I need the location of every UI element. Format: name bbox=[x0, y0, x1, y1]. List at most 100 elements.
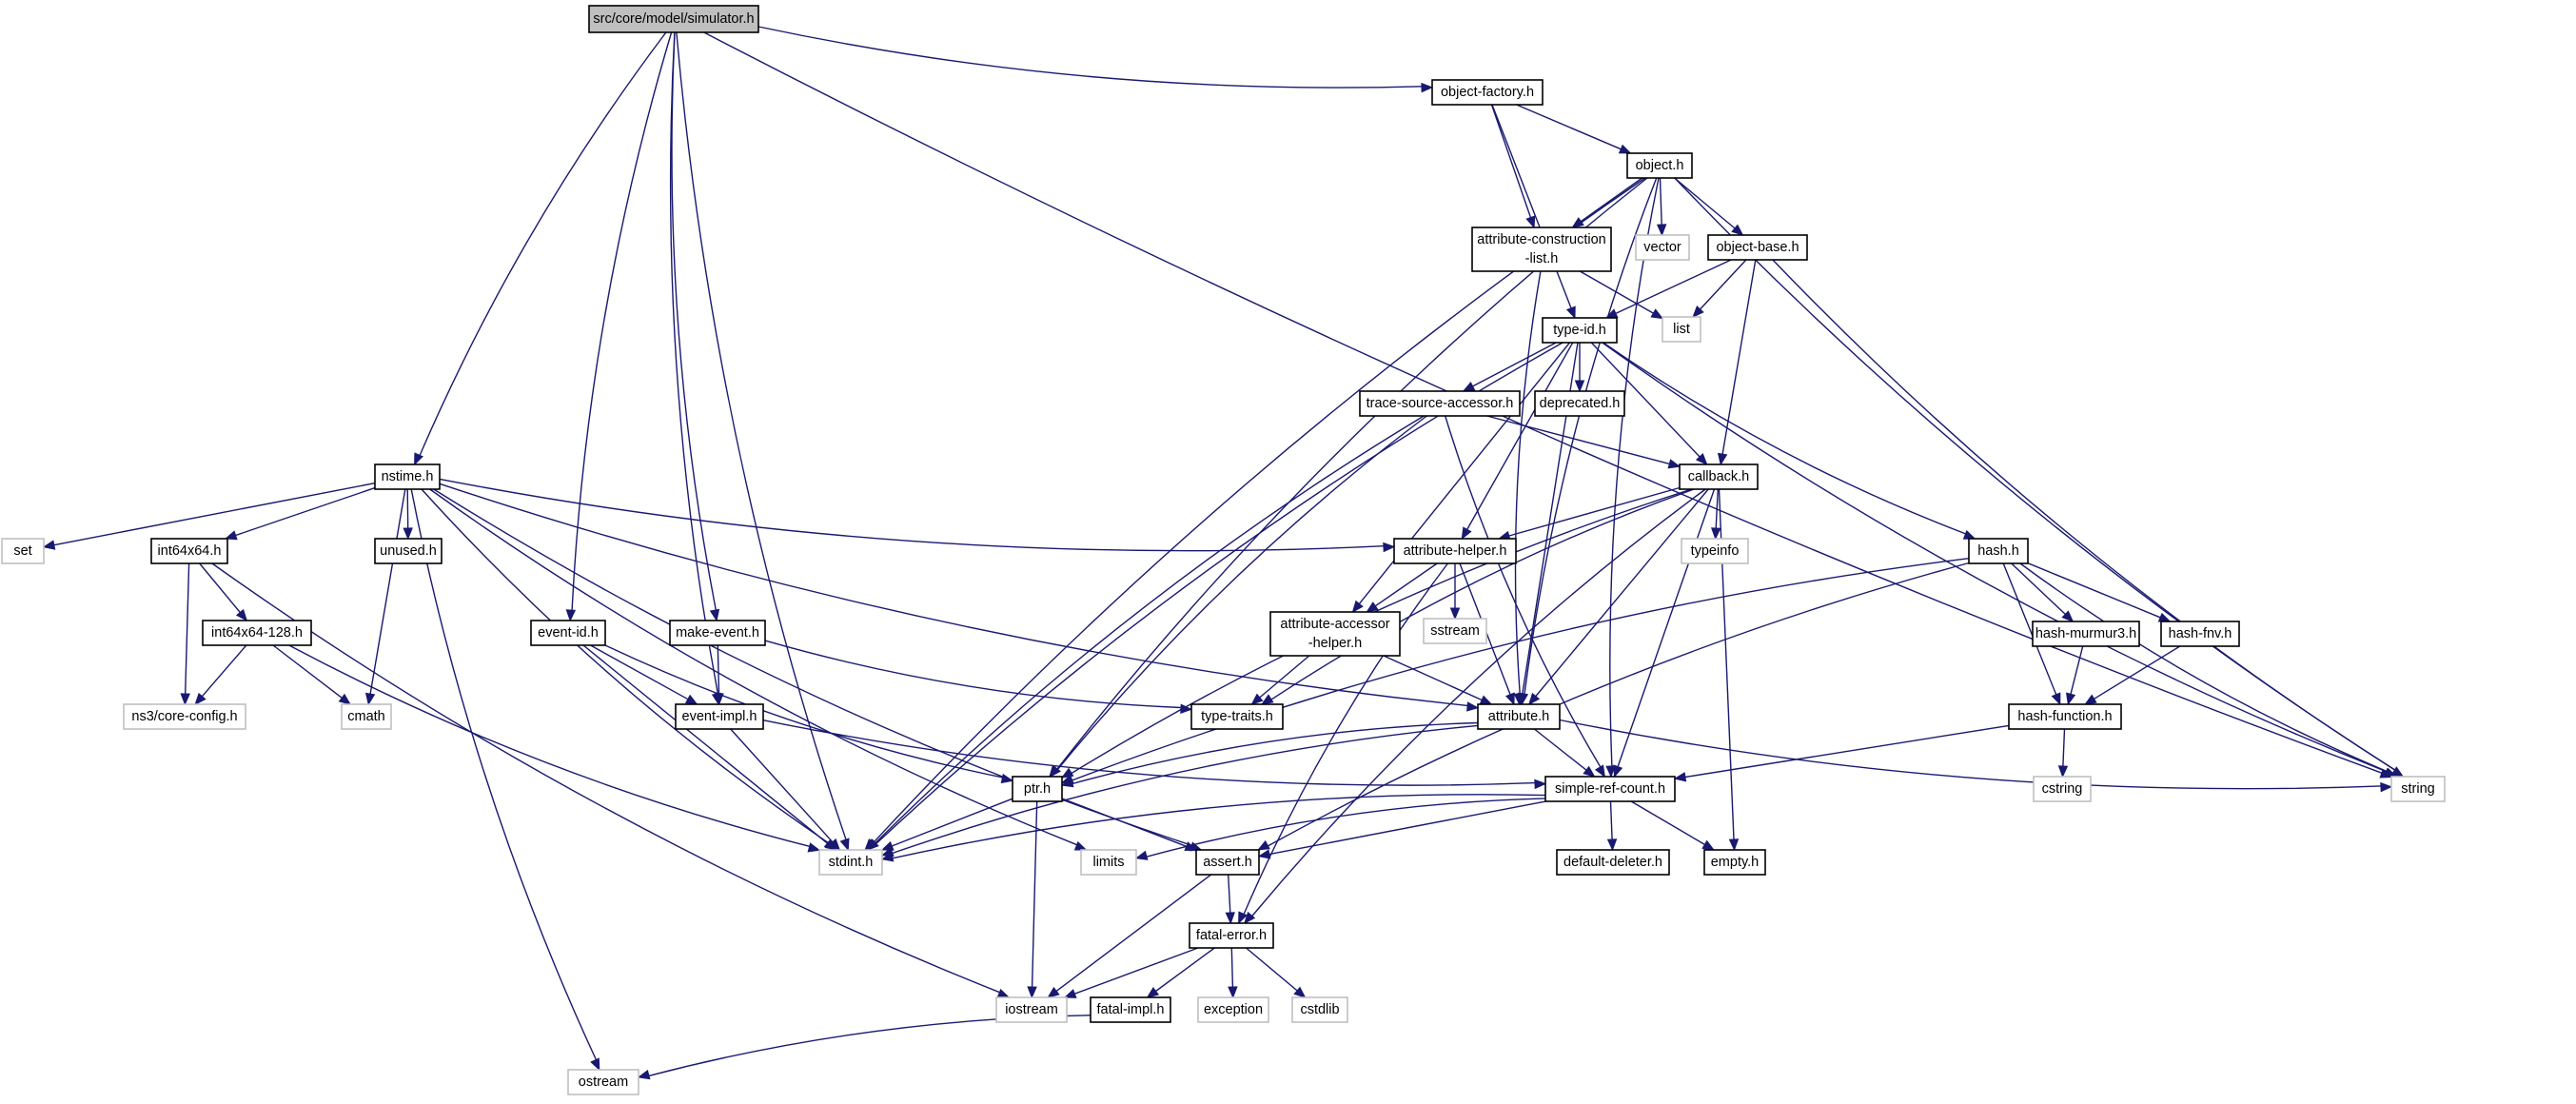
edge-line bbox=[669, 31, 719, 695]
node-trace-source-accessor[interactable]: trace-source-accessor.h bbox=[1359, 390, 1521, 417]
edge-line bbox=[1535, 488, 1709, 697]
arrowhead-icon bbox=[1594, 764, 1605, 779]
node-hash-murmur3[interactable]: hash-murmur3.h bbox=[2032, 621, 2140, 647]
node-label: cmath bbox=[347, 709, 385, 724]
node-attribute[interactable]: attribute.h bbox=[1477, 703, 1561, 730]
arrowhead-icon bbox=[1650, 308, 1664, 320]
node-object-factory[interactable]: object-factory.h bbox=[1431, 79, 1544, 106]
edge-type-id-to-deprecated bbox=[1574, 343, 1585, 393]
node-hash-fnv[interactable]: hash-fnv.h bbox=[2160, 621, 2240, 647]
arrowhead-icon bbox=[2057, 765, 2069, 779]
node-label: attribute.h bbox=[1488, 709, 1550, 724]
edge-attribute-accessor-helper-to-type-traits bbox=[1250, 655, 1310, 705]
edge-line bbox=[2002, 562, 2057, 696]
node-int64x64[interactable]: int64x64.h bbox=[150, 538, 228, 564]
edge-line bbox=[1490, 104, 1532, 218]
node-box bbox=[341, 703, 392, 730]
arrowhead-icon bbox=[2065, 692, 2076, 706]
edge-object-to-vector bbox=[1656, 177, 1667, 237]
node-label: ostream bbox=[579, 1074, 628, 1090]
edge-object-factory-to-type-id bbox=[1491, 104, 1576, 320]
edge-nstime-to-ostream bbox=[410, 488, 600, 1072]
arrowhead-icon bbox=[1504, 692, 1515, 706]
arrowhead-icon bbox=[865, 838, 878, 851]
node-box bbox=[2160, 621, 2240, 647]
node-callback[interactable]: callback.h bbox=[1679, 463, 1759, 490]
node-object-base[interactable]: object-base.h bbox=[1707, 234, 1808, 261]
node-label-line: attribute-construction bbox=[1477, 232, 1605, 247]
node-object[interactable]: object.h bbox=[1626, 152, 1693, 179]
node-int64x64-128[interactable]: int64x64-128.h bbox=[202, 620, 312, 646]
edge-type-id-to-stdint bbox=[866, 342, 1563, 851]
node-label: fatal-error.h bbox=[1196, 928, 1267, 943]
node-box bbox=[567, 1069, 639, 1095]
node-fatal-impl[interactable]: fatal-impl.h bbox=[1090, 996, 1171, 1023]
arrowhead-icon bbox=[1027, 986, 1037, 999]
node-box bbox=[1681, 538, 1749, 564]
node-event-impl[interactable]: event-impl.h bbox=[675, 703, 764, 730]
edge-hash-to-string bbox=[2019, 562, 2398, 778]
node-assert[interactable]: assert.h bbox=[1195, 849, 1260, 876]
node-simple-ref-count[interactable]: simple-ref-count.h bbox=[1544, 776, 1676, 802]
node-empty[interactable]: empty.h bbox=[1703, 849, 1766, 876]
node-attribute-construction-list[interactable]: attribute-construction-list.h bbox=[1471, 227, 1612, 272]
node-type-traits[interactable]: type-traits.h bbox=[1190, 703, 1284, 730]
node-label: exception bbox=[1204, 1002, 1263, 1017]
node-label: unused.h bbox=[380, 543, 437, 559]
arrowhead-icon bbox=[1257, 839, 1270, 851]
edge-hash-function-to-cstring bbox=[2057, 728, 2069, 779]
node-attribute-accessor-helper[interactable]: attribute-accessor-helper.h bbox=[1269, 611, 1401, 657]
edge-line bbox=[1228, 874, 1231, 914]
edge-line bbox=[2027, 562, 2161, 619]
edge-line bbox=[1074, 947, 1199, 995]
edge-line bbox=[1246, 947, 1298, 992]
node-unused[interactable]: unused.h bbox=[374, 538, 442, 564]
node-simulator[interactable]: src/core/model/simulator.h bbox=[588, 5, 759, 33]
node-box bbox=[1542, 317, 1618, 344]
edge-make-event-to-event-impl bbox=[714, 644, 724, 706]
arrowhead-icon bbox=[1047, 986, 1060, 998]
arrowhead-icon bbox=[1962, 529, 1976, 540]
node-default-deleter[interactable]: default-deleter.h bbox=[1556, 849, 1670, 876]
edge-line bbox=[421, 488, 830, 844]
node-label: int64x64.h bbox=[158, 543, 222, 559]
node-box bbox=[530, 620, 606, 646]
edge-simulator-to-object-factory bbox=[757, 26, 1434, 93]
edge-line bbox=[2062, 728, 2066, 767]
node-type-id[interactable]: type-id.h bbox=[1542, 317, 1618, 344]
node-box bbox=[1189, 922, 1274, 949]
arrowhead-icon bbox=[1060, 767, 1074, 779]
edge-line bbox=[582, 644, 828, 844]
edge-hash-to-hash-murmur3 bbox=[2011, 562, 2075, 622]
arrowhead-icon bbox=[42, 540, 56, 550]
edge-line bbox=[1516, 104, 1622, 150]
edge-line bbox=[369, 488, 406, 695]
node-hash[interactable]: hash.h bbox=[1968, 538, 2029, 564]
edge-callback-to-attribute bbox=[1527, 488, 1709, 706]
node-event-id[interactable]: event-id.h bbox=[530, 620, 606, 646]
node-make-event[interactable]: make-event.h bbox=[669, 620, 766, 646]
node-box bbox=[1197, 996, 1269, 1023]
node-attribute-helper[interactable]: attribute-helper.h bbox=[1393, 538, 1517, 564]
node-cstring: cstring bbox=[2033, 776, 2092, 802]
node-box bbox=[675, 703, 764, 730]
arrowhead-icon bbox=[1073, 840, 1088, 851]
arrowhead-icon bbox=[1461, 526, 1472, 541]
edge-attribute-construction-list-to-list bbox=[1579, 270, 1664, 320]
node-box bbox=[1556, 849, 1670, 876]
edge-line bbox=[1609, 177, 1660, 767]
node-ptr[interactable]: ptr.h bbox=[1012, 776, 1063, 802]
edge-object-base-to-callback bbox=[1717, 259, 1757, 466]
arrowhead-icon bbox=[1243, 911, 1256, 925]
node-label: hash.h bbox=[1977, 543, 2019, 559]
node-fatal-error[interactable]: fatal-error.h bbox=[1189, 922, 1274, 949]
edge-callback-to-simple-ref-count bbox=[1613, 488, 1716, 779]
edge-line bbox=[2094, 645, 2181, 700]
node-hash-function[interactable]: hash-function.h bbox=[2008, 703, 2122, 730]
node-nstime[interactable]: nstime.h bbox=[374, 463, 441, 490]
node-deprecated[interactable]: deprecated.h bbox=[1534, 390, 1625, 417]
node-label: callback.h bbox=[1688, 469, 1749, 484]
edge-line bbox=[1674, 177, 1736, 229]
edge-line bbox=[1617, 488, 1716, 767]
arrowhead-icon bbox=[2380, 781, 2393, 793]
